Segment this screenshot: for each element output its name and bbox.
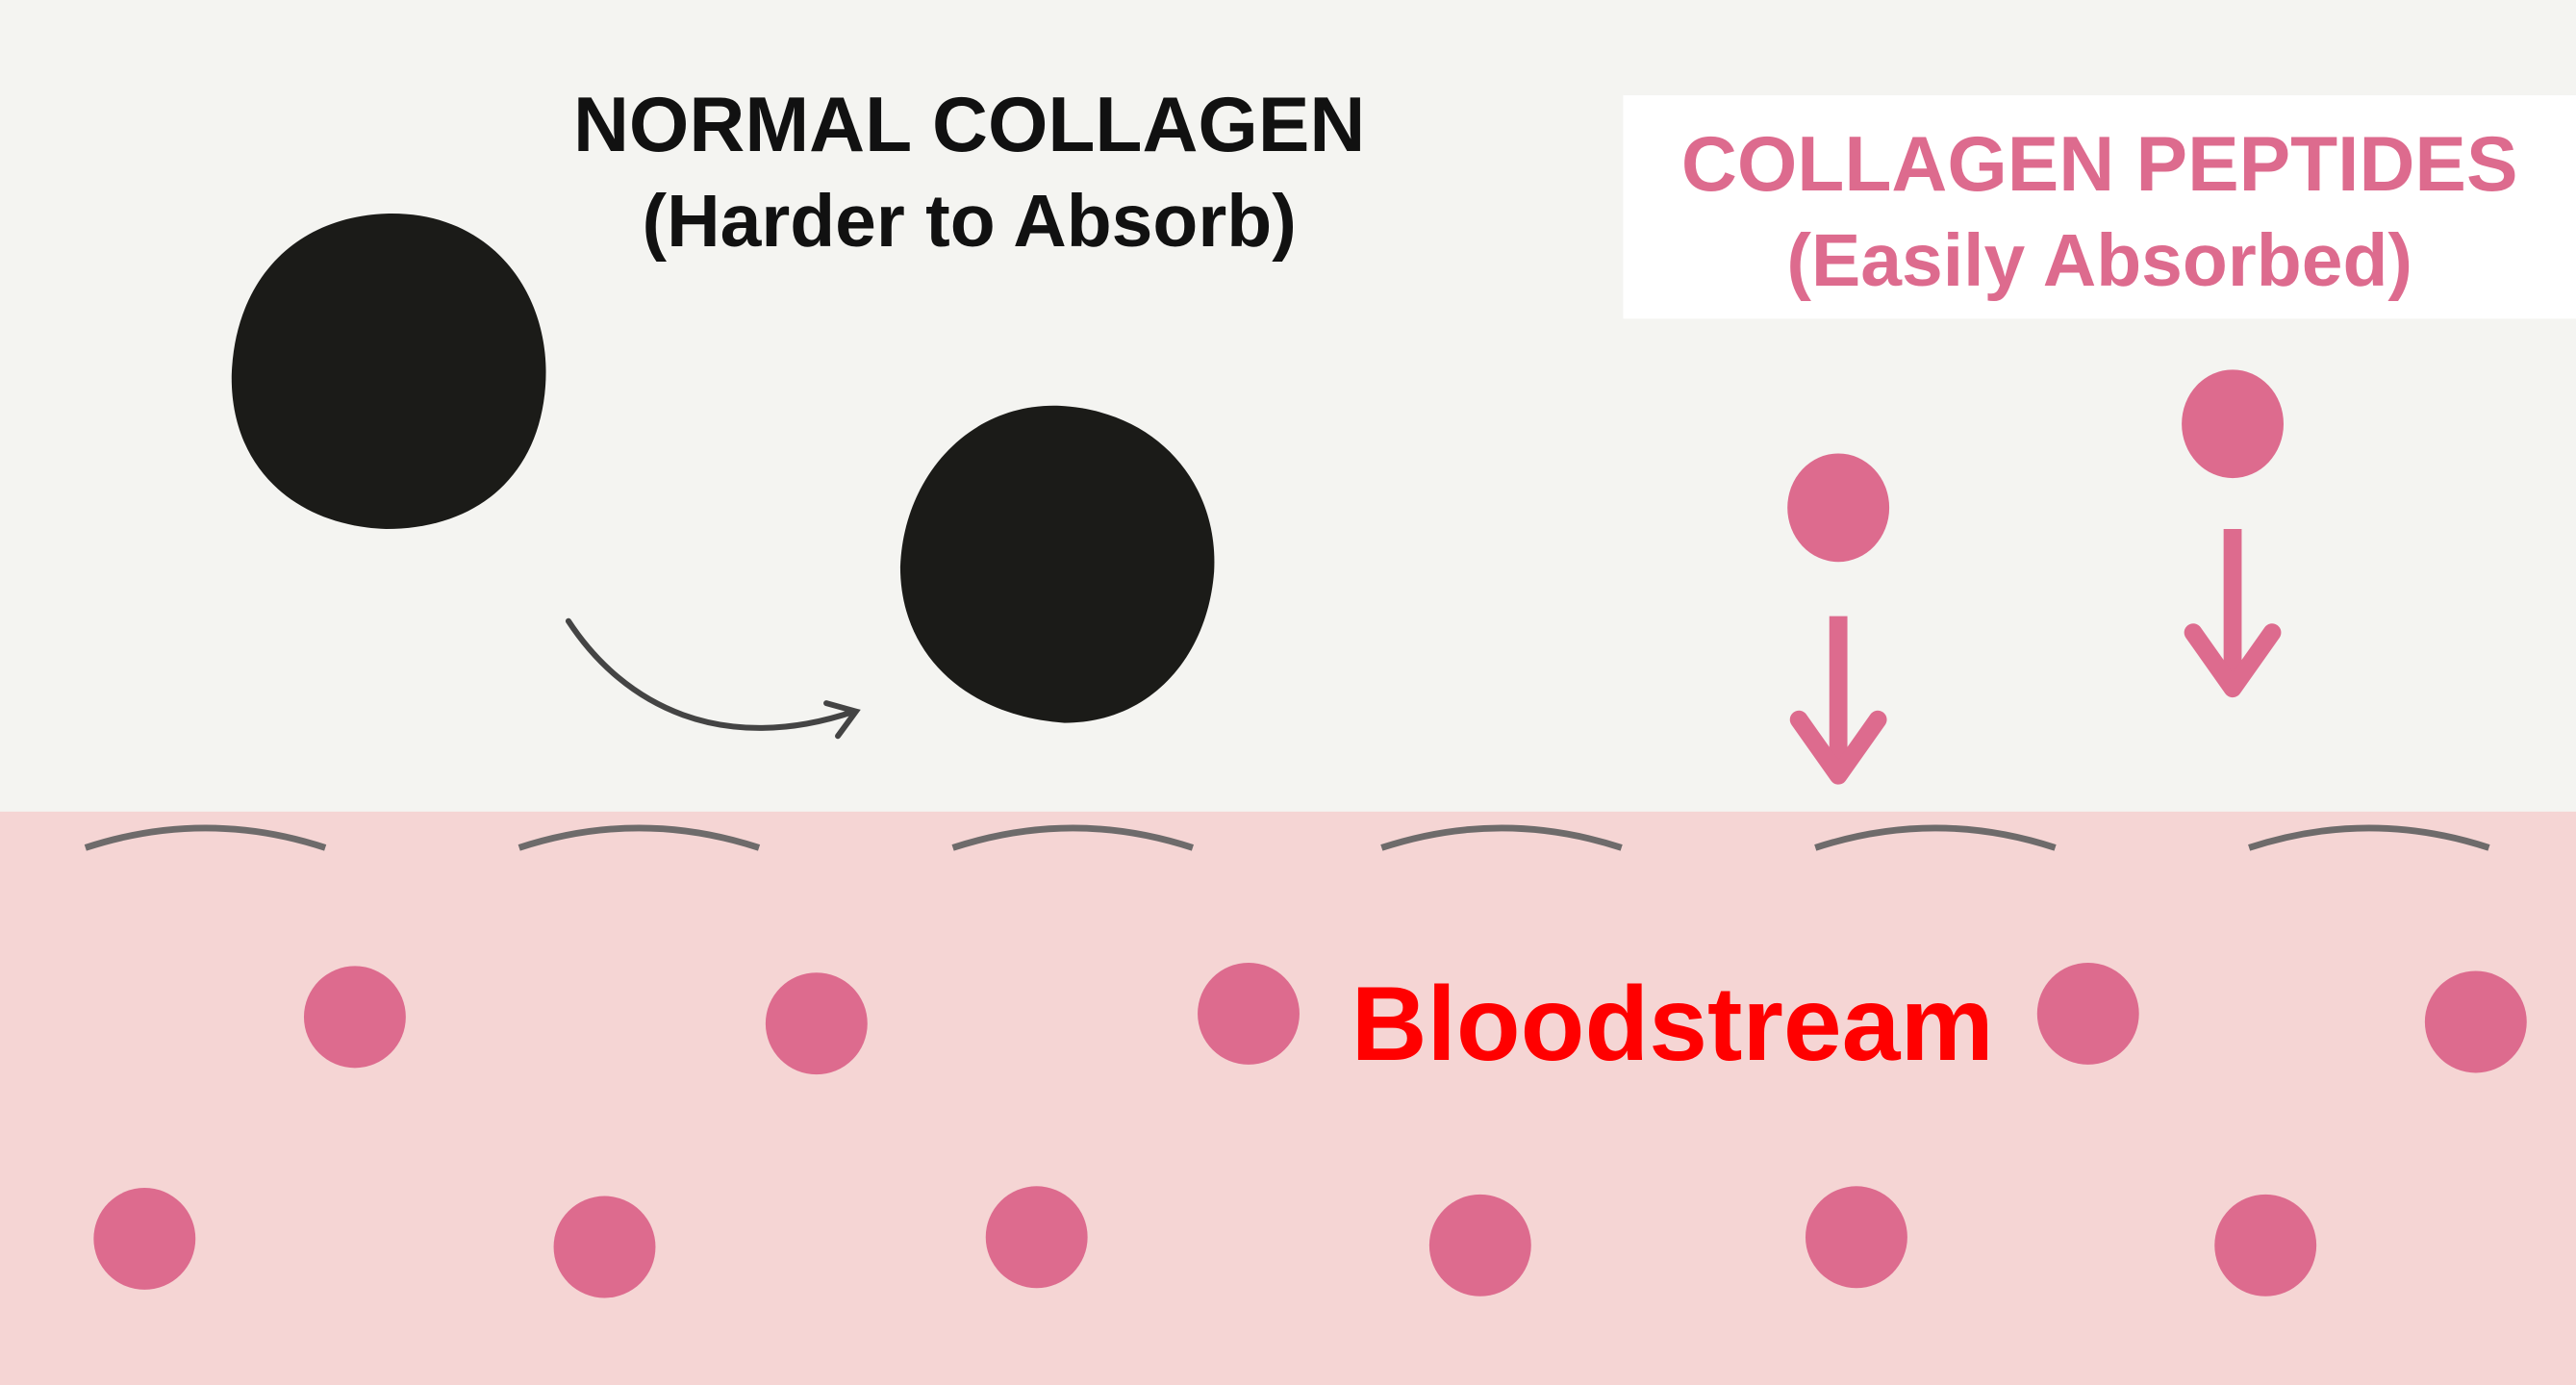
peptide-molecule bbox=[303, 966, 406, 1069]
peptide-molecule bbox=[1787, 453, 1890, 563]
membrane-arc bbox=[518, 824, 761, 851]
membrane-arc bbox=[951, 824, 1195, 851]
normal-collagen-molecule bbox=[231, 213, 546, 530]
curved-arrow-icon bbox=[565, 617, 861, 740]
bloodstream-background bbox=[0, 811, 2576, 1385]
membrane-arc bbox=[2248, 824, 2490, 851]
peptide-molecule bbox=[2182, 369, 2284, 479]
membrane-arc bbox=[84, 824, 327, 851]
membrane bbox=[84, 824, 2490, 851]
normal-collagen-subtitle: (Harder to Absorb) bbox=[643, 180, 1297, 263]
peptide-molecule bbox=[985, 1186, 1088, 1289]
peptide-molecule bbox=[2214, 1194, 2317, 1297]
peptides-label-box bbox=[1623, 95, 2576, 319]
normal-collagen-title: NORMAL COLLAGEN bbox=[573, 82, 1365, 168]
peptide-molecule bbox=[553, 1196, 656, 1298]
normal-collagen-molecule bbox=[899, 405, 1215, 723]
peptide-molecule bbox=[2036, 962, 2139, 1065]
peptide-molecule bbox=[765, 972, 868, 1075]
down-arrow-icon bbox=[2184, 529, 2282, 698]
bloodstream-label: Bloodstream bbox=[1351, 966, 1994, 1083]
membrane-arc bbox=[1380, 824, 1623, 851]
peptide-molecule bbox=[93, 1188, 196, 1290]
peptide-molecule bbox=[1198, 962, 1300, 1065]
peptide-molecule bbox=[1428, 1194, 1531, 1297]
bloodstream-peptides bbox=[93, 962, 2527, 1298]
peptides-subtitle: (Easily Absorbed) bbox=[1786, 219, 2412, 302]
peptide-molecule bbox=[1805, 1186, 1907, 1289]
down-arrow-icon bbox=[1789, 616, 1887, 785]
peptides-title: COLLAGEN PEPTIDES bbox=[1681, 121, 2518, 208]
peptide-molecule bbox=[2424, 970, 2527, 1073]
membrane-arc bbox=[1814, 824, 2057, 851]
